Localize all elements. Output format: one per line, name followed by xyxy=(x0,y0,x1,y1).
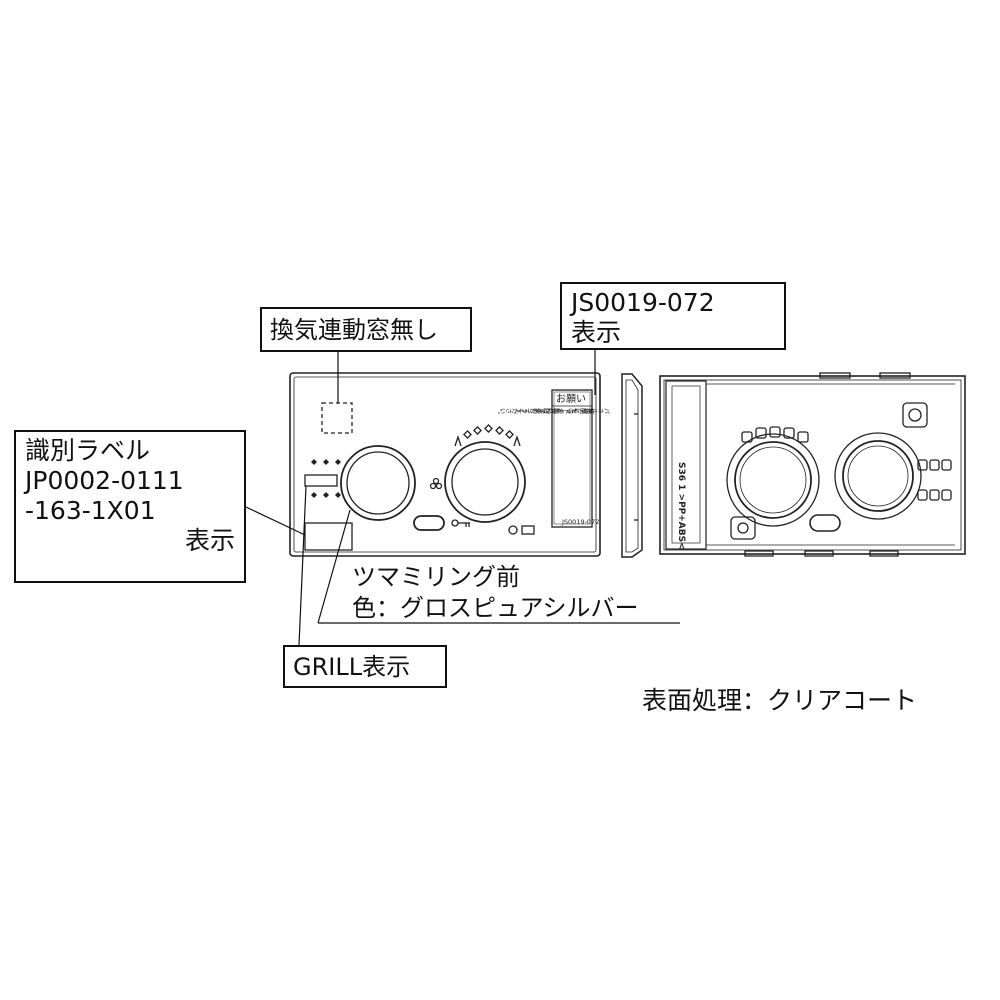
callout-id-code-line1: JP0002-0111 xyxy=(25,466,184,495)
knob-ring-note-line1: ツマミリング前 xyxy=(352,563,520,591)
flame-scale xyxy=(454,424,521,447)
id-label-area xyxy=(304,522,353,551)
sticker-code: JS0019-072 xyxy=(561,518,599,526)
side-view xyxy=(621,373,643,558)
callout-js-suffix: 表示 xyxy=(571,318,622,347)
left-knob xyxy=(340,445,416,521)
callout-id-suffix: 表示 xyxy=(184,526,235,555)
sticker-heading: お願い xyxy=(556,393,586,405)
sticker-body: パネル表面には、キズ防止の 保護シートが張ってあります。 セット前にはがしてくだ… xyxy=(494,407,610,414)
indicator-diamonds xyxy=(311,459,341,498)
callout-vent-window: 換気連動窓無し xyxy=(260,307,472,352)
front-panel xyxy=(289,372,601,557)
callout-id-code-line2: -163-1X01 xyxy=(25,496,156,525)
caution-sticker xyxy=(551,389,593,528)
callout-grill-text: GRILL表示 xyxy=(293,653,411,681)
sticker-body-line: 保護シートが張ってあります。 xyxy=(510,407,595,414)
grill-display-window xyxy=(304,474,338,487)
fan-icon xyxy=(429,477,443,490)
right-knob xyxy=(444,441,526,523)
surface-treatment-note: 表面処理：クリアコート xyxy=(642,686,918,715)
timer-icon xyxy=(508,525,535,535)
ignition-button-slot xyxy=(413,515,445,531)
knob-ring-note: ツマミリング前 色：グロスピュアシルバー xyxy=(352,563,639,625)
sticker-body-line: セット前にはがしてください。 xyxy=(494,407,578,414)
rear-view xyxy=(659,372,966,557)
key-lock-icon xyxy=(451,519,470,527)
sticker-body-line: パネル表面には、キズ防止の xyxy=(532,407,610,414)
leader-lines xyxy=(245,350,680,646)
callout-vent-text: 換気連動窓無し xyxy=(270,316,438,344)
callout-js-label: JS0019-072 表示 xyxy=(560,282,786,350)
knob-ring-note-line2: 色：グロスピュアシルバー xyxy=(352,593,639,622)
side-mark: S36 1 >PP+ABS< xyxy=(676,462,686,550)
vent-window-marker xyxy=(321,402,353,434)
callout-grill: GRILL表示 xyxy=(283,645,447,688)
callout-id-title: 識別ラベル xyxy=(25,436,151,465)
callout-js-code: JS0019-072 xyxy=(571,288,715,317)
callout-id-label: 識別ラベル JP0002-0111 -163-1X01 表示 xyxy=(14,430,246,583)
